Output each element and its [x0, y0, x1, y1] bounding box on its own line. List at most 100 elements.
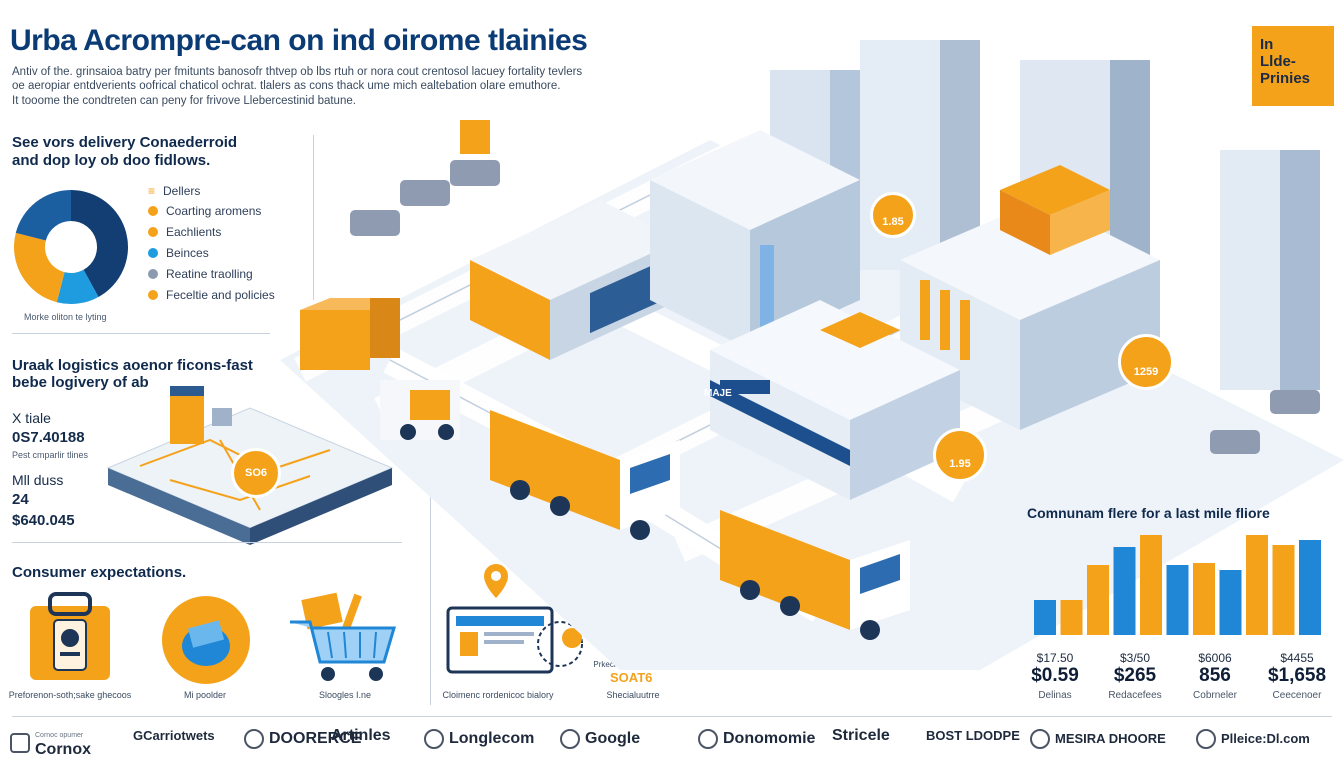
- divider-1: [12, 333, 270, 334]
- partner-name: Donomomie: [723, 730, 816, 747]
- donut-chart: [13, 190, 128, 304]
- store-sign: MAJE: [704, 388, 732, 399]
- comparison-bar: [1246, 535, 1268, 635]
- comparison-bar: [1060, 600, 1083, 635]
- logistics-heading-2: bebe logivery of ab: [12, 374, 149, 391]
- comparison-top-label: $6006: [1198, 651, 1232, 665]
- comparison-sub-label: Cobrneler: [1193, 690, 1237, 701]
- legend-dot: [148, 290, 158, 300]
- comparison-bar-chart: [1034, 535, 1321, 635]
- map-pin-badge: SO6: [231, 448, 281, 498]
- price-pin-1-text: 1.85: [882, 216, 904, 228]
- comparison-bar: [1087, 565, 1109, 635]
- comparison-bar: [1140, 535, 1162, 635]
- partner-name: Cornox: [35, 741, 91, 758]
- comparison-bar: [1272, 545, 1295, 635]
- legend-title-icon: ≡: [148, 184, 156, 198]
- delivery-heading-1: See vors delivery Conaederroid: [12, 134, 238, 151]
- divider-vertical-1: [313, 135, 314, 300]
- legend-dot: [148, 227, 158, 237]
- partner-name: Google: [585, 730, 641, 747]
- consumer-caption-1: Preforenon-soth;sake ghecoos: [8, 690, 132, 700]
- legend-dot: [148, 269, 158, 279]
- comparison-bar: [1299, 540, 1321, 635]
- donut-slice: [71, 190, 128, 297]
- consumer-caption-3: Sloogles I.ne: [318, 690, 372, 700]
- comparison-bar: [1113, 547, 1136, 635]
- legend-title-text: Dellers: [163, 184, 201, 198]
- legend-item: Coarting aromens: [148, 204, 261, 218]
- comparison-top-label: $4455: [1280, 651, 1314, 665]
- partner-name: Stricele: [832, 727, 890, 744]
- legend-item: Feceltie and policies: [148, 288, 275, 302]
- partner-logo: Artinles: [331, 728, 391, 744]
- doc-logo-icon: [560, 729, 580, 749]
- donut-slice: [15, 190, 71, 241]
- legend-item: Eachlients: [148, 225, 221, 239]
- partner-logo: Donomomie: [698, 729, 815, 749]
- package-badge-icon: [162, 596, 250, 684]
- partner-logo: GCarriotwets: [133, 729, 215, 743]
- comparison-value-label: $265: [1113, 665, 1157, 686]
- partner-logo: DOORERCE: [244, 729, 361, 749]
- receipt-value: SOAT6: [610, 670, 653, 685]
- comparison-value-label: 856: [1199, 665, 1231, 686]
- stat1-value: 0S7.40188: [12, 429, 85, 446]
- donut-slice: [56, 269, 99, 304]
- stat2-label: Mll duss: [12, 472, 64, 488]
- divider-2: [12, 542, 402, 543]
- legend-label: Feceltie and policies: [166, 288, 275, 302]
- legend-item: Reatine traolling: [148, 267, 253, 281]
- comparison-sub-label: Ceecenoer: [1272, 690, 1322, 701]
- partner-logo: BOST LDODPE: [926, 729, 1020, 743]
- price-pin-2-text: 1259: [1133, 366, 1159, 378]
- legend-label: Reatine traolling: [166, 267, 253, 281]
- stat2-value: 24: [12, 491, 29, 508]
- comparison-bar: [1034, 600, 1056, 635]
- stat1-sub: Pest cmparlir tlines: [12, 450, 89, 460]
- laptop-tracking-icon: [446, 564, 583, 674]
- legend-label: Coarting aromens: [166, 204, 262, 218]
- legend-title: ≡ Dellers: [148, 184, 200, 198]
- badge-line-3: Prinies: [1260, 70, 1311, 87]
- consumer-caption-2: Mi poolder: [183, 690, 227, 700]
- comparison-bar: [1219, 570, 1242, 635]
- partner-name: GCarriotwets: [133, 728, 215, 743]
- receipt-sub: Shecialuutrre: [606, 690, 660, 700]
- comparison-bar: [1166, 565, 1189, 635]
- price-pin-2: 1259: [1118, 334, 1174, 390]
- partner-name: Longlecom: [449, 730, 535, 747]
- partner-logo: Stricele: [832, 727, 890, 744]
- donut-slice: [13, 232, 65, 303]
- intro-line-3: It tooome the condtreten can peny for fr…: [12, 95, 356, 107]
- comparison-title: Comnunam flere for a last mile fliore: [1027, 505, 1270, 521]
- corner-badge: In Llde- Prinies: [1252, 26, 1334, 106]
- intro-line-1: Antiv of the. grinsaioa batry per fmitun…: [12, 66, 583, 78]
- legend-label: Beinces: [166, 246, 209, 260]
- consumer-heading: Consumer expectations.: [12, 564, 187, 581]
- comparison-sub-label: Redacefees: [1108, 690, 1162, 701]
- price-pin-3: 1.95: [933, 428, 987, 482]
- logistics-heading-1: Uraak logistics aoenor ficons-fast: [12, 357, 253, 374]
- gear-logo-icon: [244, 729, 264, 749]
- comparison-top-label: $3/50: [1119, 651, 1151, 665]
- consumer-caption-4: Cloimenc rordenicoc bialory: [442, 690, 554, 700]
- legend-item: Beinces: [148, 246, 209, 260]
- shopping-cart-icon: [290, 592, 397, 681]
- drop-logo-icon: [424, 729, 444, 749]
- donut-caption: Morke oliton te lyting: [24, 312, 107, 322]
- partner-logo: Google: [560, 729, 640, 749]
- comparison-bar: [1193, 563, 1215, 635]
- partner-logo: Longlecom: [424, 729, 534, 749]
- partner-name: Plleice:Dl.com: [1221, 731, 1310, 746]
- badge-line-1: In: [1260, 36, 1274, 53]
- partner-name: DOORERCE: [269, 730, 362, 747]
- partner-tagline: Cornoc opumer: [35, 732, 84, 739]
- shopping-bag-icon: [30, 592, 110, 680]
- page-title: Urba Acrompre-can on ind oirome tlainies: [10, 24, 588, 57]
- city-illustration: [280, 40, 1344, 670]
- circle-logo-icon: [1196, 729, 1216, 749]
- partner-logo: Plleice:Dl.com: [1196, 729, 1310, 749]
- legend-label: Eachlients: [166, 225, 222, 239]
